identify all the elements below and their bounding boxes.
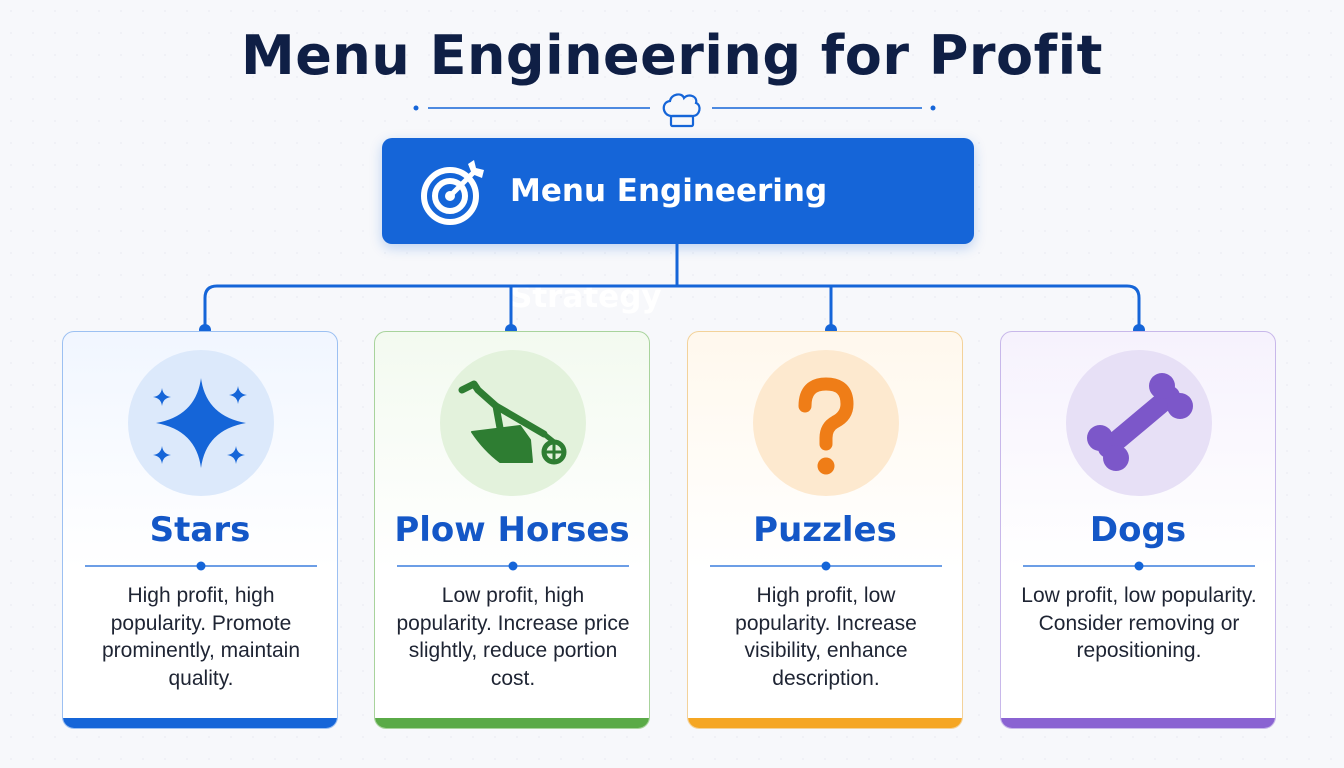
question-mark-icon [798,377,854,475]
card-title: Plow Horses [394,510,630,550]
plow-icon [458,380,567,465]
sparkle-stars-icon [153,378,247,468]
card-title: Puzzles [753,510,897,550]
card-description: High profit, low popularity. Increase vi… [735,584,917,690]
card-divider [1023,561,1255,571]
icon-badge [753,350,899,496]
page-title: Menu Engineering for Profit [241,24,1103,87]
tree-connectors [199,242,1145,336]
icon-badge [440,350,586,496]
icon-badge [128,350,274,496]
card-divider [710,561,942,571]
category-card-dogs: Dogs Low profit, low popularity. Conside… [1000,331,1276,729]
card-description: Low profit, low popularity. Consider rem… [1021,584,1257,662]
card-divider [85,561,317,571]
card-title: Dogs [1089,510,1187,550]
category-card-puzzles: Puzzles High profit, low popularity. Inc… [687,331,963,729]
card-divider [397,561,629,571]
card-description: Low profit, high popularity. Increase pr… [396,584,630,690]
category-card-plow-horses: Plow Horses Low profit, high popularity.… [374,331,650,729]
bone-icon [1087,373,1193,471]
chef-hat-icon [662,93,701,128]
icon-badge [1066,350,1212,496]
card-title: Stars [149,510,251,550]
card-description: High profit, high popularity. Promote pr… [101,584,301,690]
strategy-banner: Menu Engineering Strategy [382,138,974,315]
category-card-stars: Stars High profit, high popularity. Prom… [62,331,338,729]
target-icon [421,160,484,225]
title-divider [413,93,936,128]
